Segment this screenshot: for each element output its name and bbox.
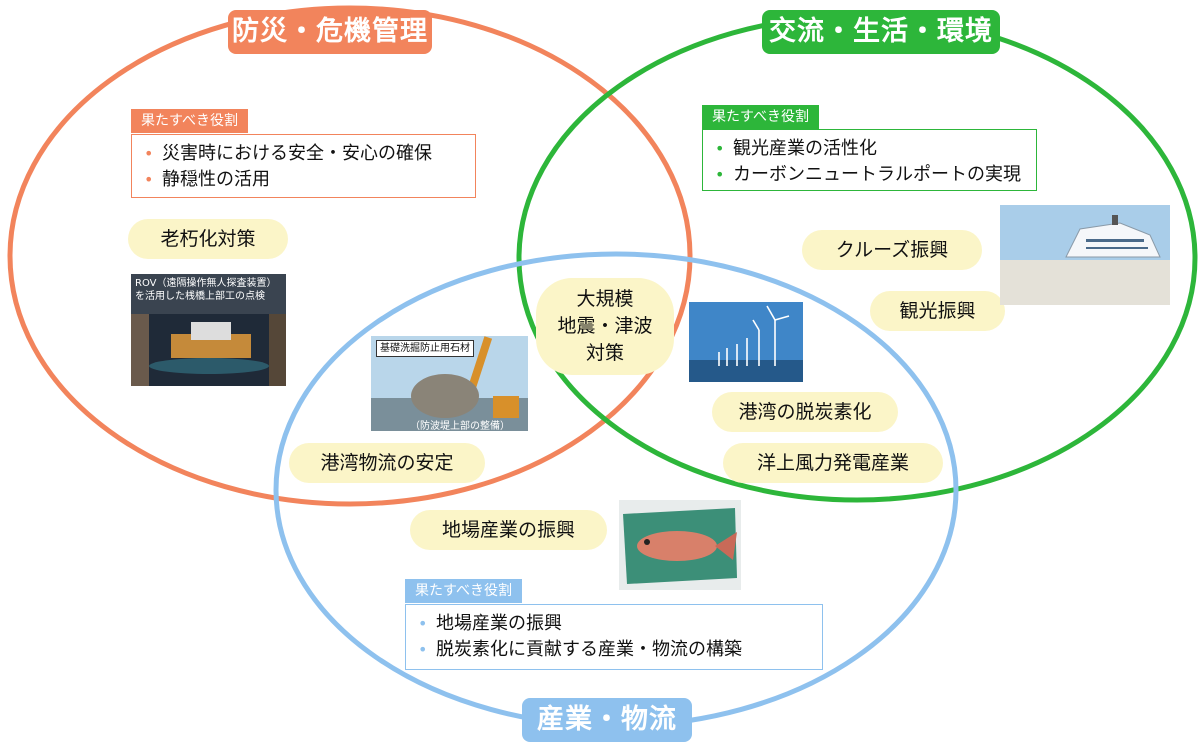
measure-offshore-wind: 洋上風力発電産業: [723, 443, 943, 483]
exchange-roles-box: •観光産業の活性化 •カーボンニュートラルポートの実現: [702, 129, 1037, 191]
list-item: •地場産業の振興: [418, 613, 562, 634]
measure-earthquake-tsunami: 大規模 地震・津波 対策: [536, 278, 674, 375]
breakwater-caption: （防波堤上部の整備）: [410, 421, 510, 432]
measure-aging-countermeasures: 老朽化対策: [128, 219, 288, 259]
center-line-1: 大規模: [576, 288, 634, 310]
disaster-role-tag: 果たすべき役割: [131, 109, 249, 133]
list-item: •静穏性の活用: [144, 169, 270, 190]
industry-title: 産業・物流: [522, 698, 692, 742]
center-line-2: 地震・津波: [557, 315, 653, 337]
breakwater-label: 基礎洗掘防止用石材: [376, 340, 474, 357]
measure-port-logistics-stability: 港湾物流の安定: [289, 443, 485, 483]
wind-farm-image: [689, 302, 803, 382]
disaster-circle: [7, 5, 693, 507]
list-item: •観光産業の活性化: [715, 138, 877, 159]
cruise-ship-photo: [1000, 205, 1170, 305]
measure-tourism-promotion: 観光振興: [870, 291, 1005, 331]
cruise-image: [1000, 205, 1170, 305]
industry-role-tag: 果たすべき役割: [405, 579, 523, 603]
wind-farm-photo: [689, 302, 803, 382]
list-item: •脱炭素化に貢献する産業・物流の構築: [418, 639, 742, 660]
exchange-title: 交流・生活・環境: [762, 10, 1000, 54]
disaster-roles-box: •災害時における安全・安心の確保 •静穏性の活用: [131, 134, 476, 198]
center-line-3: 対策: [585, 342, 624, 364]
disaster-title: 防災・危機管理: [228, 10, 432, 54]
rov-image: [131, 274, 286, 386]
measure-cruise-promotion: クルーズ振興: [802, 230, 982, 270]
list-item: •カーボンニュートラルポートの実現: [715, 164, 1021, 185]
rov-inspection-photo: [131, 274, 286, 386]
sea-bream-photo: [619, 500, 741, 590]
rov-caption: ROV（遠隔操作無人探査装置）を活用した桟橋上部工の点検: [135, 278, 277, 302]
measure-port-decarbonization: 港湾の脱炭素化: [712, 392, 898, 432]
measure-local-industry: 地場産業の振興: [410, 510, 607, 550]
list-item: •災害時における安全・安心の確保: [144, 143, 432, 164]
industry-roles-box: •地場産業の振興 •脱炭素化に貢献する産業・物流の構築: [405, 604, 823, 670]
fish-image: [619, 500, 741, 590]
exchange-role-tag: 果たすべき役割: [702, 105, 820, 129]
